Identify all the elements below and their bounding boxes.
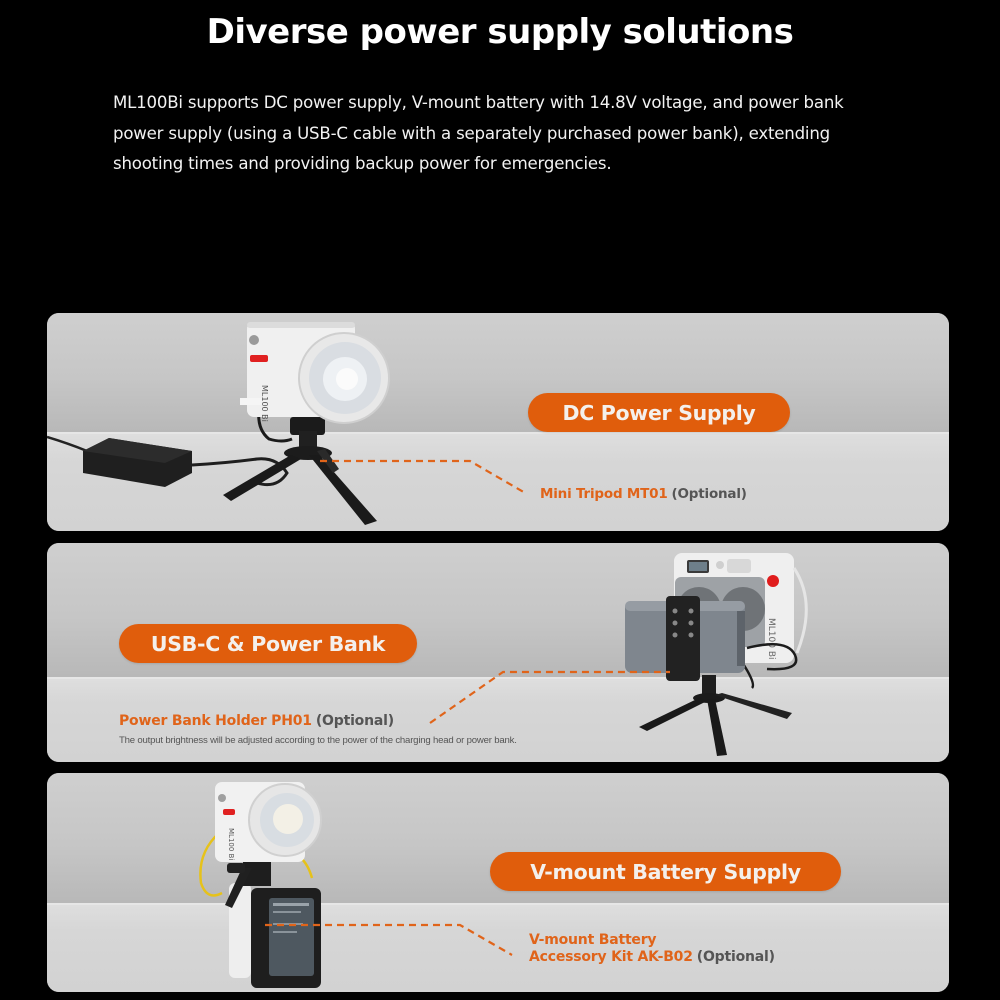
panel-v-mount-battery: ML100 Bi V-mount Battery Supply V-mount … — [47, 773, 949, 992]
accessory-label-power-bank-holder: Power Bank Holder PH01(Optional) — [119, 713, 394, 730]
panel-dc-power-supply: ML100 Bi DC Power Supply Mini Tripod MT0… — [47, 313, 949, 531]
accessory-name: Mini Tripod MT01 — [540, 486, 668, 502]
svg-text:ML100 Bi: ML100 Bi — [766, 618, 776, 660]
power-bank-setup-illustration: ML100 Bi — [625, 553, 808, 756]
mount-bracket-icon — [225, 846, 271, 908]
optional-tag: (Optional) — [315, 713, 394, 729]
usb-c-power-bank-badge: USB-C & Power Bank — [119, 624, 417, 663]
panel-usb-c-power-bank: ML100 Bi USB-C & Power Bank Pow — [47, 543, 949, 762]
v-mount-setup-illustration: ML100 Bi — [199, 782, 322, 988]
mini-tripod-icon — [223, 417, 377, 525]
dc-setup-illustration: ML100 Bi — [47, 322, 390, 525]
mini-tripod-icon — [639, 675, 792, 756]
svg-text:ML100 Bi: ML100 Bi — [260, 385, 269, 422]
dc-power-supply-badge: DC Power Supply — [528, 393, 790, 432]
accessory-label-mini-tripod: Mini Tripod MT01(Optional) — [540, 486, 747, 503]
power-bank-holder-icon — [666, 596, 700, 681]
backdrop-wall — [47, 313, 949, 432]
v-mount-battery-badge: V-mount Battery Supply — [490, 852, 841, 891]
power-adapter-icon — [83, 438, 192, 487]
optional-tag: (Optional) — [696, 949, 775, 965]
intro-paragraph: ML100Bi supports DC power supply, V-moun… — [113, 93, 844, 173]
brightness-note: The output brightness will be adjusted a… — [119, 735, 517, 746]
ml100bi-light-icon: ML100 Bi — [240, 322, 390, 424]
accessory-label-v-mount-kit: V-mount Battery Accessory Kit AK-B02(Opt… — [529, 932, 775, 966]
ml100bi-light-icon: ML100 Bi — [215, 782, 322, 862]
accessory-name: Power Bank Holder PH01 — [119, 713, 312, 729]
v-mount-battery-icon — [251, 888, 321, 988]
grip-handle-icon — [229, 883, 251, 978]
svg-text:ML100 Bi: ML100 Bi — [227, 828, 235, 860]
page-title: Diverse power supply solutions — [206, 12, 794, 52]
accessory-name-line2: Accessory Kit AK-B02 — [529, 949, 693, 965]
accessory-name-line1: V-mount Battery — [529, 932, 657, 948]
optional-tag: (Optional) — [671, 486, 747, 502]
